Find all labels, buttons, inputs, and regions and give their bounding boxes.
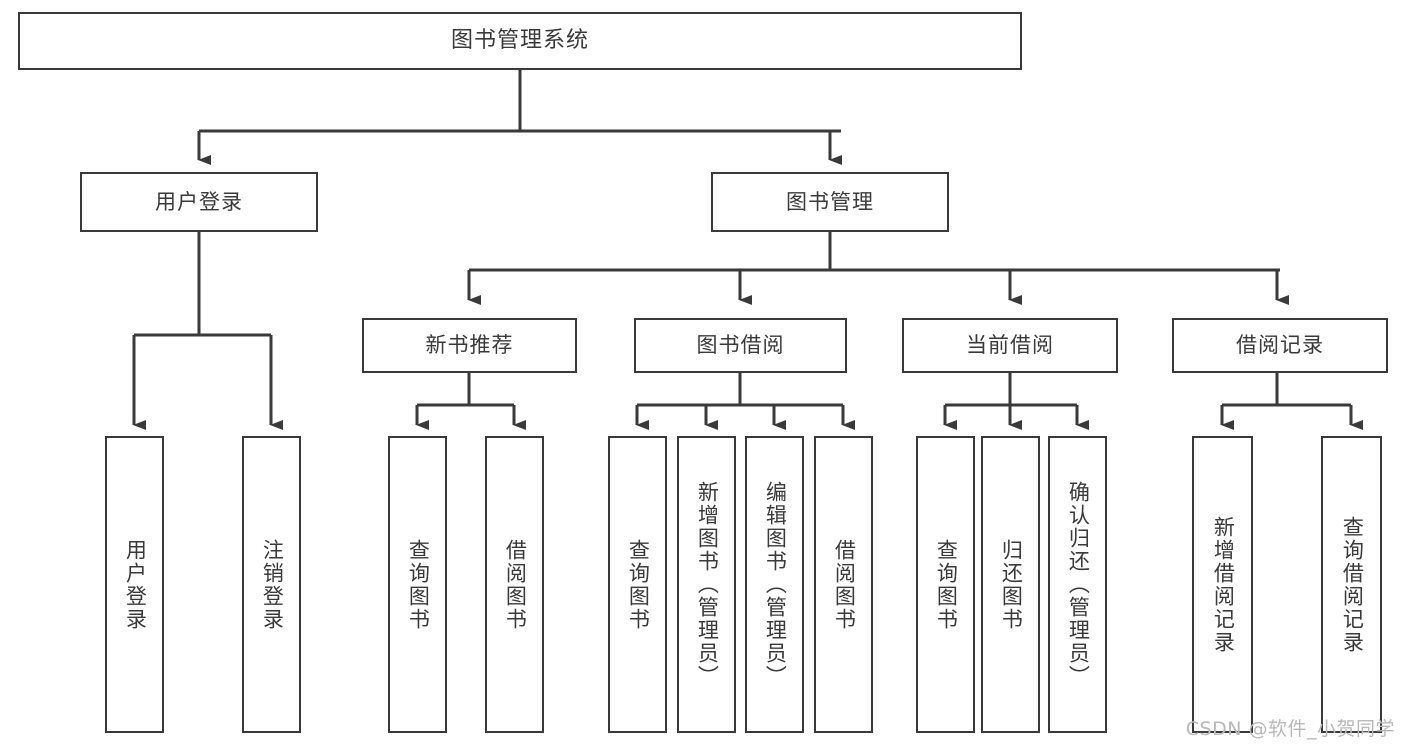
node-borrow-records-label: 借阅记录 (1236, 333, 1324, 358)
leaf-new-book-query[interactable]: 查询图书 (388, 436, 447, 733)
leaf-borrow-add-book-label: 新增图书（管理员） (695, 481, 720, 688)
leaf-new-book-query-label: 查询图书 (406, 538, 431, 631)
leaf-user-login-logout-label: 注销登录 (260, 538, 285, 631)
leaf-records-add-record-label: 新增借阅记录 (1211, 515, 1236, 654)
leaf-current-confirm-return[interactable]: 确认归还（管理员） (1048, 436, 1107, 733)
node-current-borrow-label: 当前借阅 (966, 333, 1054, 358)
node-current-borrow[interactable]: 当前借阅 (902, 318, 1118, 373)
leaf-records-query-record-label: 查询借阅记录 (1340, 515, 1365, 654)
leaf-current-confirm-return-label: 确认归还（管理员） (1066, 481, 1091, 688)
node-root[interactable]: 图书管理系统 (18, 12, 1022, 70)
node-new-book-recommend[interactable]: 新书推荐 (362, 318, 577, 373)
leaf-borrow-borrow-book-label: 借阅图书 (832, 538, 857, 631)
leaf-borrow-borrow-book[interactable]: 借阅图书 (814, 436, 873, 733)
leaf-current-return-book-label: 归还图书 (999, 538, 1024, 631)
leaf-borrow-query-book-label: 查询图书 (626, 538, 651, 631)
leaf-records-query-record[interactable]: 查询借阅记录 (1321, 436, 1382, 733)
leaf-borrow-add-book[interactable]: 新增图书（管理员） (677, 436, 736, 733)
node-borrow-records[interactable]: 借阅记录 (1172, 318, 1388, 373)
leaf-user-login-logout[interactable]: 注销登录 (242, 436, 301, 733)
leaf-user-login-login-label: 用户登录 (123, 538, 148, 631)
leaf-borrow-query-book[interactable]: 查询图书 (608, 436, 667, 733)
node-book-borrow-label: 图书借阅 (696, 333, 785, 358)
node-book-borrow[interactable]: 图书借阅 (634, 318, 847, 373)
leaf-borrow-edit-book[interactable]: 编辑图书（管理员） (745, 436, 804, 733)
leaf-current-return-book[interactable]: 归还图书 (981, 436, 1040, 733)
leaf-current-query-book-label: 查询图书 (934, 538, 959, 631)
leaf-user-login-login[interactable]: 用户登录 (105, 436, 164, 733)
node-user-login[interactable]: 用户登录 (80, 172, 318, 232)
leaf-current-query-book[interactable]: 查询图书 (916, 436, 975, 733)
leaf-records-add-record[interactable]: 新增借阅记录 (1192, 436, 1253, 733)
node-user-login-label: 用户登录 (155, 189, 243, 214)
node-book-management-label: 图书管理 (786, 189, 874, 214)
leaf-new-book-borrow[interactable]: 借阅图书 (485, 436, 544, 733)
node-new-book-recommend-label: 新书推荐 (425, 333, 514, 358)
node-book-management[interactable]: 图书管理 (711, 172, 949, 232)
leaf-new-book-borrow-label: 借阅图书 (503, 538, 528, 631)
node-root-label: 图书管理系统 (450, 28, 589, 54)
leaf-borrow-edit-book-label: 编辑图书（管理员） (763, 481, 788, 688)
